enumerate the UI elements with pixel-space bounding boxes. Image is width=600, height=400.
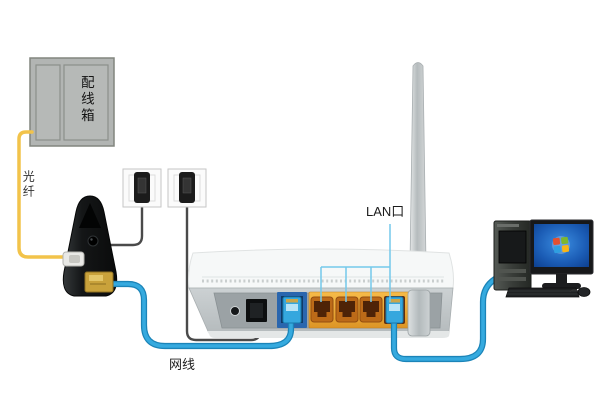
distribution-box (29, 57, 115, 147)
lan-port-2 (335, 296, 359, 323)
antenna-hinge (407, 289, 431, 337)
lan4-cable-plug (385, 296, 404, 324)
distribution-box-right-door (63, 64, 109, 141)
reset-button (230, 306, 240, 316)
monitor-base (542, 283, 581, 289)
distribution-box-label: 配线箱 (78, 75, 94, 125)
wall-outlet-left (122, 168, 162, 208)
monitor-screen (534, 224, 589, 267)
modem-power-cable (108, 202, 144, 247)
lan-port-label: LAN口 (366, 204, 405, 219)
lan-callout-lines (320, 224, 391, 302)
network-cable-modem-to-router (112, 280, 295, 350)
modem-lan-connector (84, 271, 114, 293)
network-cable-label: 网线 (169, 357, 196, 372)
pc-monitor (529, 219, 594, 289)
pc-keyboard (505, 287, 580, 298)
pc-mouse (577, 287, 591, 297)
desktop-computer (493, 219, 594, 298)
network-cable-router-to-pc (390, 271, 505, 363)
distribution-box-left-door (35, 64, 61, 141)
lan-port-1 (310, 296, 334, 323)
optical-fiber-label: 光纤 (21, 170, 36, 200)
lan-port-3 (359, 296, 383, 323)
wall-outlet-right (167, 168, 207, 208)
optical-fiber-cable (17, 130, 68, 259)
monitor-stand (556, 274, 567, 283)
modem-top-notch (79, 203, 101, 228)
fiber-modem (62, 195, 118, 297)
windows-logo-icon (552, 236, 570, 254)
wan-cable-plug (282, 296, 302, 324)
modem-led (87, 235, 99, 247)
